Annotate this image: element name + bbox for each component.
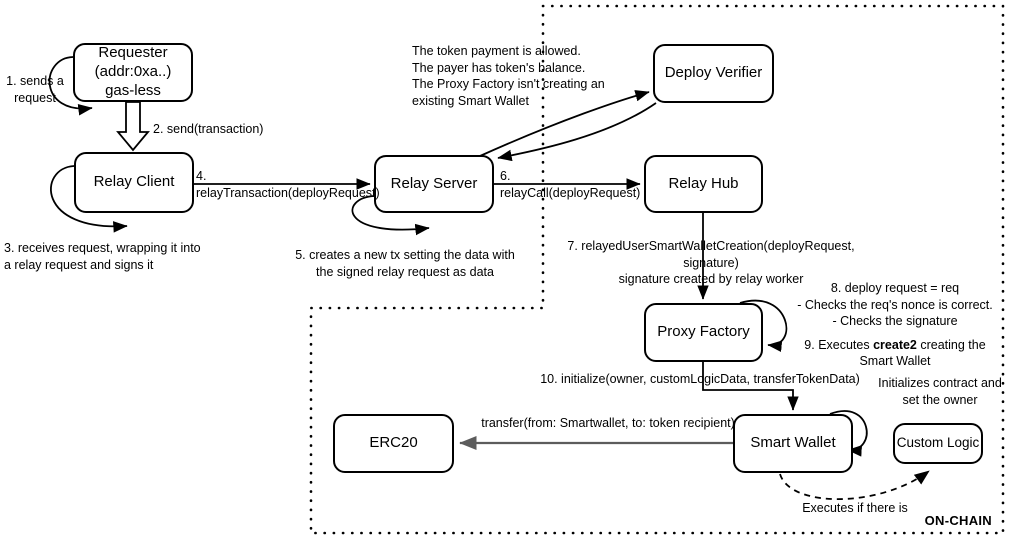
node-requester[interactable]: Requester (addr:0xa..) gas-less: [73, 43, 193, 102]
node-relay-server[interactable]: Relay Server: [374, 155, 494, 213]
label-step-3: 3. receives request, wrapping it into a …: [4, 241, 201, 272]
label-step-10: 10. initialize(owner, customLogicData, t…: [540, 372, 860, 386]
edge-smartwallet-customlogic: [779, 470, 930, 501]
label-verifier-conditions: The token payment is allowed. The payer …: [412, 44, 605, 108]
label-on-chain: ON-CHAIN: [924, 513, 992, 528]
node-deploy-verifier[interactable]: Deploy Verifier: [653, 44, 774, 103]
edge-requester-relayclient: [116, 101, 150, 152]
label-step-9-prefix: 9. Executes: [804, 337, 874, 352]
label-create2-keyword: create2: [873, 337, 917, 352]
label-step-9: 9. Executes create2 creating the Smart W…: [790, 320, 1000, 370]
label-transfer: transfer(from: Smartwallet, to: token re…: [481, 416, 735, 430]
label-initializes-contract: Initializes contract and set the owner: [878, 376, 1002, 407]
node-smart-wallet[interactable]: Smart Wallet: [733, 414, 853, 473]
label-step-4: 4. relayTransaction(deployRequest): [196, 169, 380, 200]
node-relay-client[interactable]: Relay Client: [74, 152, 194, 213]
node-erc20[interactable]: ERC20: [333, 414, 454, 473]
label-step-1: 1. sends a request: [6, 74, 64, 105]
label-step-2: 2. send(transaction): [153, 122, 264, 136]
label-step-6: 6. relayCall(deployRequest): [500, 169, 641, 200]
node-relay-hub[interactable]: Relay Hub: [644, 155, 763, 213]
node-proxy-factory[interactable]: Proxy Factory: [644, 303, 763, 362]
node-custom-logic[interactable]: Custom Logic: [893, 423, 983, 464]
label-step-5: 5. creates a new tx setting the data wit…: [295, 248, 515, 279]
